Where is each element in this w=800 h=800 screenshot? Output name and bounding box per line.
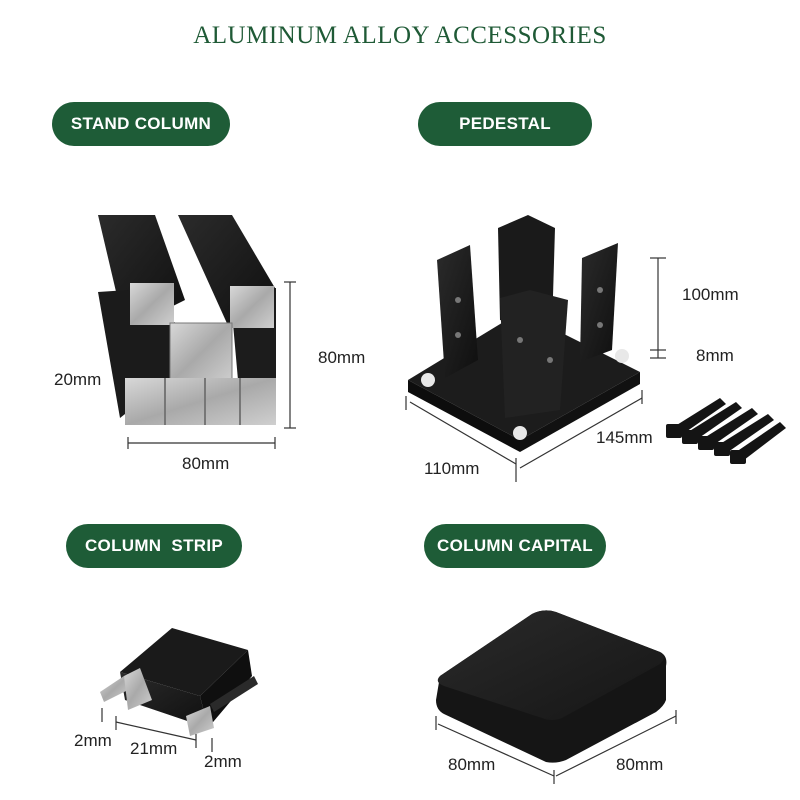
column-strip-width-dim: 21mm bbox=[130, 739, 178, 758]
pedestal-width-dim: 110mm bbox=[424, 459, 480, 478]
page-title: ALUMINUM ALLOY ACCESSORIES bbox=[193, 22, 607, 49]
column-capital-label: COLUMN CAPITAL bbox=[424, 524, 606, 568]
stand-column-label: STAND COLUMN bbox=[52, 102, 230, 146]
column-capital-image bbox=[435, 610, 677, 784]
column-capital-width-dim: 80mm bbox=[448, 755, 496, 774]
pedestal-label: PEDESTAL bbox=[418, 102, 592, 146]
pedestal-post-height-dim: 100mm bbox=[682, 285, 739, 304]
stand-column-height-dim: 80mm bbox=[318, 348, 366, 367]
column-strip-image bbox=[100, 628, 258, 752]
column-strip-left-flange-dim: 2mm bbox=[74, 731, 112, 750]
pedestal-image bbox=[405, 215, 786, 482]
stand-column-image bbox=[98, 215, 296, 449]
pedestal-length-dim: 145mm bbox=[596, 428, 653, 447]
column-strip-label: COLUMN STRIP bbox=[66, 524, 242, 568]
column-capital-length-dim: 80mm bbox=[616, 755, 664, 774]
stand-column-width-dim: 20mm bbox=[54, 370, 102, 389]
stand-column-length-dim: 80mm bbox=[182, 454, 230, 473]
column-strip-right-flange-dim: 2mm bbox=[204, 752, 242, 771]
pedestal-plate-thickness-dim: 8mm bbox=[696, 346, 734, 365]
